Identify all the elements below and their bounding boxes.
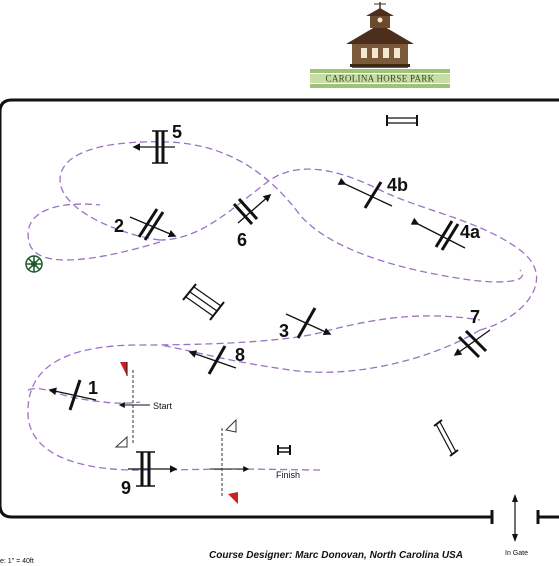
fence-label-1: 1 — [88, 378, 98, 398]
tree-icon — [25, 255, 43, 273]
finish-white-flag-icon — [224, 418, 237, 433]
fence-label-7: 7 — [470, 307, 480, 327]
fence-4a — [410, 217, 466, 251]
start-white-flag-icon — [114, 435, 128, 448]
fence-1 — [48, 379, 97, 411]
course-path — [27, 141, 538, 471]
fence-label-2: 2 — [114, 216, 124, 236]
fence-2 — [129, 208, 177, 241]
fence-label-6: 6 — [237, 230, 247, 250]
fence-3 — [285, 307, 332, 339]
arena-outline — [0, 98, 559, 524]
start-red-flag-icon — [120, 362, 127, 376]
designer-credit: Course Designer: Marc Donovan, North Car… — [209, 550, 463, 561]
spare-obstacles — [182, 115, 459, 457]
fence-9 — [128, 451, 178, 487]
fence-jumps — [48, 130, 491, 487]
fence-4b — [337, 177, 393, 209]
fence-8 — [188, 345, 237, 375]
logo-text: CAROLINA HORSE PARK — [326, 74, 435, 84]
start-label: Start — [153, 401, 173, 411]
fence-labels: 5 2 6 4b 4a 3 7 8 1 9 — [88, 122, 481, 498]
finish-line: Finish — [210, 418, 300, 504]
finish-label: Finish — [276, 470, 300, 480]
carolina-horse-park-logo: CAROLINA HORSE PARK — [310, 2, 450, 88]
spare-oxer-middle — [182, 283, 225, 321]
finish-red-flag-icon — [228, 492, 238, 504]
fence-label-4a: 4a — [460, 222, 481, 242]
spare-rail-right — [433, 419, 459, 457]
barn-icon — [346, 2, 414, 68]
in-gate-label: In Gate — [505, 550, 528, 557]
fence-5 — [132, 130, 175, 164]
spare-rail-top — [386, 115, 418, 126]
spare-rail-finish — [277, 445, 291, 455]
scale-text: e: 1" = 40ft — [0, 558, 34, 565]
fence-label-4b: 4b — [387, 175, 408, 195]
in-gate: In Gate — [505, 494, 528, 557]
fence-label-5: 5 — [172, 122, 182, 142]
fence-label-9: 9 — [121, 478, 131, 498]
fence-7 — [453, 329, 491, 359]
fence-label-8: 8 — [235, 345, 245, 365]
fence-label-3: 3 — [279, 321, 289, 341]
start-line: Start — [114, 362, 173, 448]
fence-6 — [232, 193, 272, 226]
